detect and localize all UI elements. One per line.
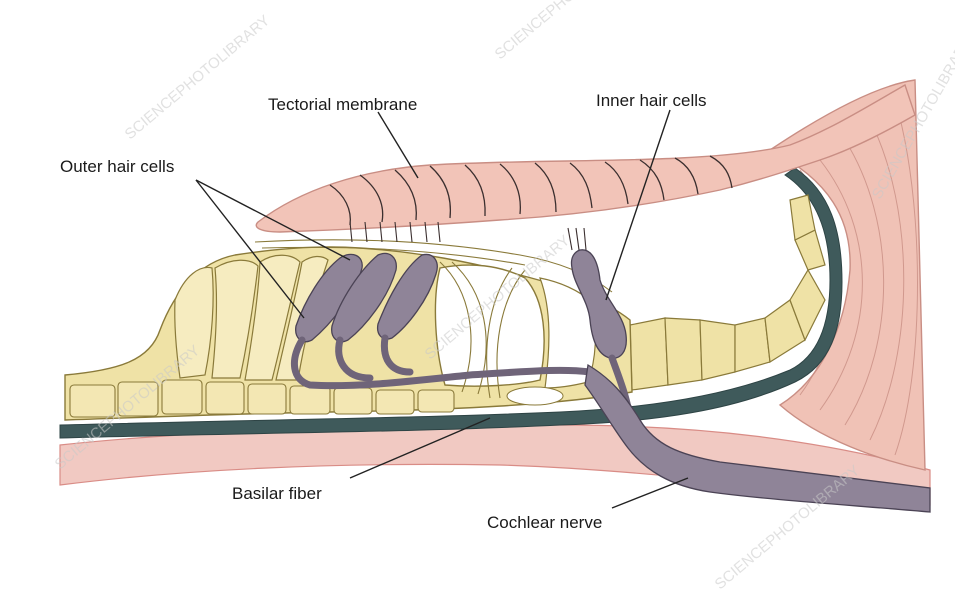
label-inner-hair-cells: Inner hair cells bbox=[596, 91, 707, 110]
nerve-opening bbox=[507, 387, 563, 405]
svg-text:SCIENCEPHOTOLIBRARY: SCIENCEPHOTOLIBRARY bbox=[122, 12, 274, 143]
label-basilar-fiber: Basilar fiber bbox=[232, 484, 322, 503]
label-tectorial-membrane: Tectorial membrane bbox=[268, 95, 417, 114]
claudius-cells bbox=[630, 195, 825, 390]
label-outer-hair-cells: Outer hair cells bbox=[60, 157, 174, 176]
label-cochlear-nerve: Cochlear nerve bbox=[487, 513, 602, 532]
svg-text:SCIENCEPHOTOLIBRARY: SCIENCEPHOTOLIBRARY bbox=[492, 0, 644, 63]
